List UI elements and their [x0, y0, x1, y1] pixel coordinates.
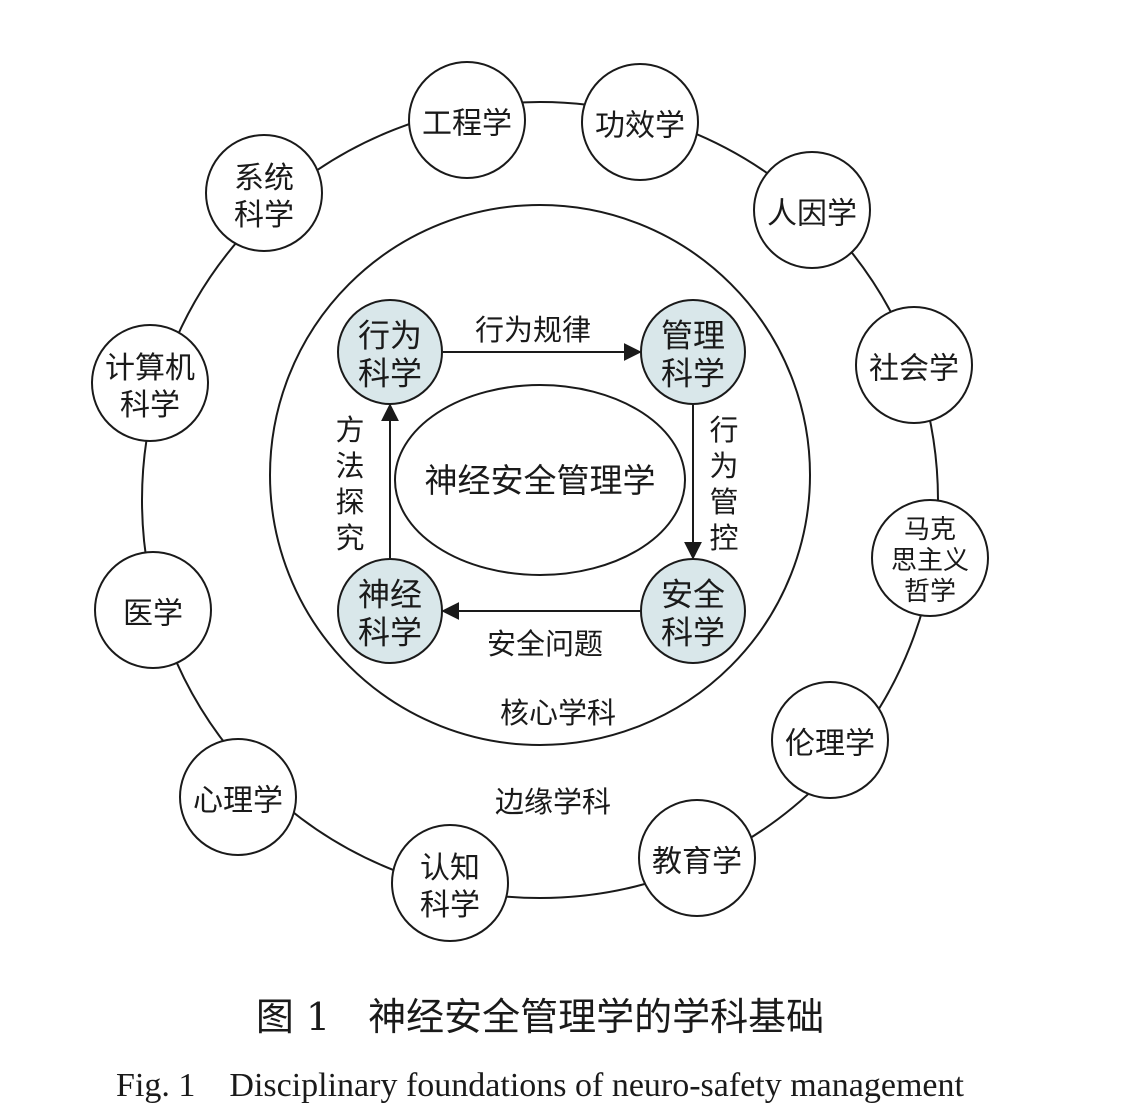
node-ethics-circle — [771, 681, 889, 799]
edge-method-exploration: 方法探究 — [335, 403, 399, 558]
node-ergonomics-circle — [581, 63, 699, 181]
core-node-management-science-label: 科学 — [661, 355, 725, 393]
node-ergonomics-label: 功效学 — [595, 108, 685, 143]
node-education-circle — [638, 799, 756, 917]
edge-behavior-control: 行为管控 — [684, 405, 739, 560]
node-computer-science-label: 计算机 — [105, 351, 195, 386]
node-marxist-philosophy-label: 哲学 — [904, 577, 956, 607]
core-node-management-science-circle — [640, 299, 746, 405]
core-node-safety-science-label: 安全 — [661, 576, 725, 614]
node-medicine-label: 医学 — [123, 596, 183, 631]
center-ellipse — [394, 384, 686, 576]
edge-behavior-control-label: 行为管控 — [709, 413, 738, 555]
core-node-safety-science-circle — [640, 558, 746, 664]
node-education-label: 教育学 — [652, 844, 742, 879]
center-label: 神经安全管理学 — [425, 461, 656, 500]
core-node-neuroscience-label: 科学 — [358, 614, 422, 652]
node-ethics: 伦理学 — [771, 681, 889, 799]
node-cognitive-science-label: 科学 — [420, 888, 480, 923]
node-marxist-philosophy-label: 思主义 — [891, 546, 969, 576]
node-sociology: 社会学 — [855, 306, 973, 424]
node-marxist-philosophy-label: 马克 — [904, 515, 956, 545]
node-ethics-label: 伦理学 — [785, 726, 875, 761]
node-education: 教育学 — [638, 799, 756, 917]
node-medicine: 医学 — [94, 551, 212, 669]
node-computer-science-label: 科学 — [120, 388, 180, 423]
edge-safety-issues-label: 安全问题 — [487, 627, 603, 661]
core-node-behavioral-science-label: 科学 — [358, 355, 422, 393]
node-sociology-label: 社会学 — [869, 351, 959, 386]
core-node-safety-science-label: 科学 — [661, 614, 725, 652]
node-human-factors-circle — [753, 151, 871, 269]
edge-behavior-patterns-label: 行为规律 — [475, 313, 591, 347]
node-sociology-circle — [855, 306, 973, 424]
node-systems-science-label: 系统 — [234, 161, 294, 196]
edge-behavior-patterns: 行为规律 — [443, 313, 642, 361]
node-computer-science-circle — [91, 324, 209, 442]
node-systems-science-label: 科学 — [234, 198, 294, 233]
node-systems-science-circle — [205, 134, 323, 252]
core-ring-label: 核心学科 — [500, 696, 616, 730]
outer-ring-label: 边缘学科 — [495, 785, 611, 819]
node-ergonomics: 功效学 — [581, 63, 699, 181]
caption-chinese: 图 1 神经安全管理学的学科基础 — [256, 995, 824, 1039]
node-engineering-label: 工程学 — [422, 106, 512, 141]
core-node-neuroscience-label: 神经 — [358, 576, 422, 614]
edge-method-exploration-label: 方法探究 — [335, 413, 364, 555]
node-psychology-label: 心理学 — [193, 783, 283, 818]
core-node-neuroscience-circle — [337, 558, 443, 664]
core-node-behavioral-science-label: 行为 — [358, 317, 422, 355]
core-ring — [269, 204, 811, 746]
node-psychology: 心理学 — [179, 738, 297, 856]
core-node-management-science-label: 管理 — [661, 317, 725, 355]
node-marxist-philosophy-circle — [871, 499, 989, 617]
node-medicine-circle — [94, 551, 212, 669]
node-engineering: 工程学 — [408, 61, 526, 179]
node-cognitive-science-circle — [391, 824, 509, 942]
peripheral-disciplines: 工程学功效学人因学社会学马克思主义哲学伦理学教育学认知科学心理学医学计算机科学系… — [91, 61, 989, 942]
node-human-factors: 人因学 — [753, 151, 871, 269]
core-node-behavioral-science-circle — [337, 299, 443, 405]
node-cognitive-science-label: 认知 — [420, 851, 480, 886]
node-engineering-circle — [408, 61, 526, 179]
edge-safety-issues: 安全问题 — [441, 602, 640, 661]
node-psychology-circle — [179, 738, 297, 856]
node-human-factors-label: 人因学 — [767, 196, 857, 231]
caption-english: Fig. 1 Disciplinary foundations of neuro… — [116, 1067, 964, 1104]
